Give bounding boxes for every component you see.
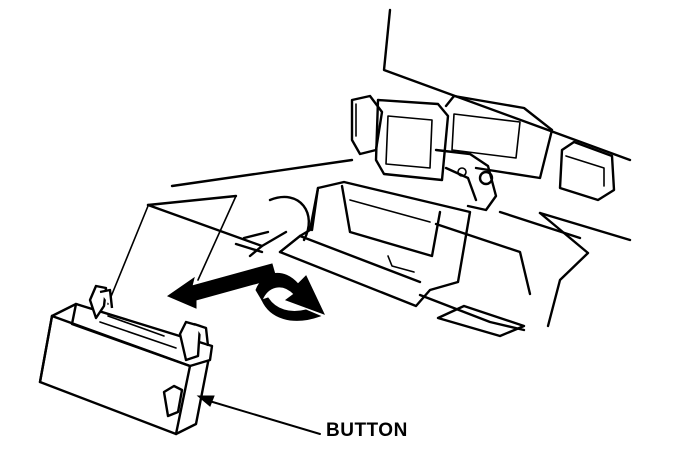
curved-arrow-icon: [255, 273, 325, 321]
right-mechanism: [558, 140, 616, 202]
base-plate: [436, 304, 526, 338]
removal-arrow-icon: [166, 263, 277, 309]
projection-lines: [107, 195, 237, 305]
ribbon-holder-unit: [38, 284, 214, 436]
button-callout-leader: [196, 395, 321, 435]
print-head-carriage: [374, 94, 554, 212]
ribbon-holder-cradle: [278, 180, 472, 308]
feed-guide: [234, 195, 310, 254]
button-callout-label: BUTTON: [326, 420, 408, 441]
printer-body: [146, 8, 632, 332]
release-button: [162, 384, 184, 418]
